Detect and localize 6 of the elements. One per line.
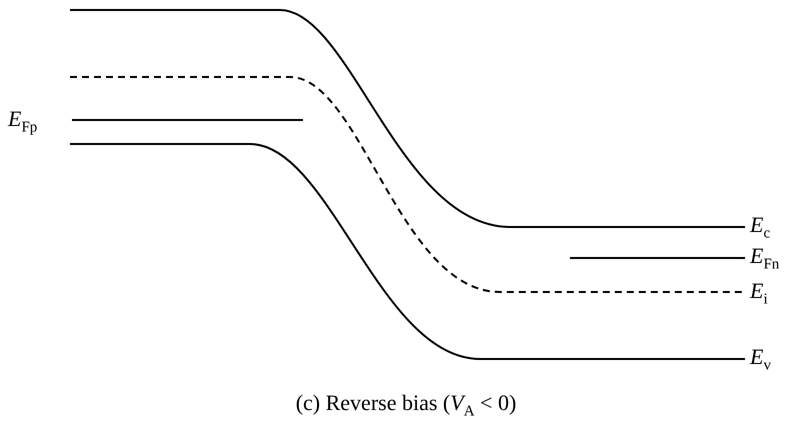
caption: (c) Reverse bias (V$_{A}$ < 0) bbox=[294, 392, 518, 420]
energy-level-label: E$_{v}$ bbox=[750, 346, 771, 374]
energy-level-label: E$_{Fp}$ bbox=[8, 108, 38, 136]
energy-level-label: E$_{c}$ bbox=[750, 214, 770, 242]
energy-level-label: E$_{i}$ bbox=[750, 280, 768, 308]
energy-level-label: E$_{Fn}$ bbox=[750, 245, 780, 272]
